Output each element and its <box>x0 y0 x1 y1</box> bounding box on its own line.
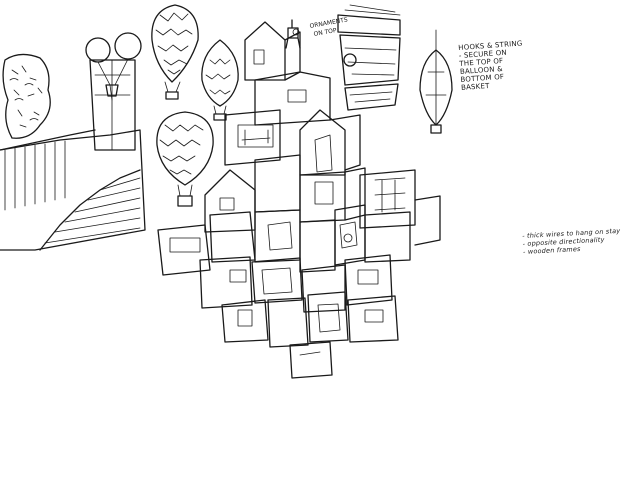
hot-air-balloon-icon <box>156 111 214 207</box>
hot-air-balloon-icon <box>151 4 199 100</box>
balloon-lamps-sketch <box>85 32 142 101</box>
small-note-line-2: ON TOP <box>313 27 337 38</box>
chair-icon <box>285 19 301 49</box>
strings-note: - thick wires to hang on stay - opposite… <box>522 227 621 256</box>
staircase-sketch <box>0 59 146 251</box>
hooks-note: HOOKS & STRING - SECURE ON THE TOP OF BA… <box>458 40 526 92</box>
hot-air-balloon-icon <box>201 39 239 121</box>
foliage-wall-sketch <box>2 53 51 139</box>
house-stack-icon <box>157 21 441 379</box>
lantern-icon <box>419 29 453 134</box>
ornate-cornice-sketch <box>337 4 401 111</box>
